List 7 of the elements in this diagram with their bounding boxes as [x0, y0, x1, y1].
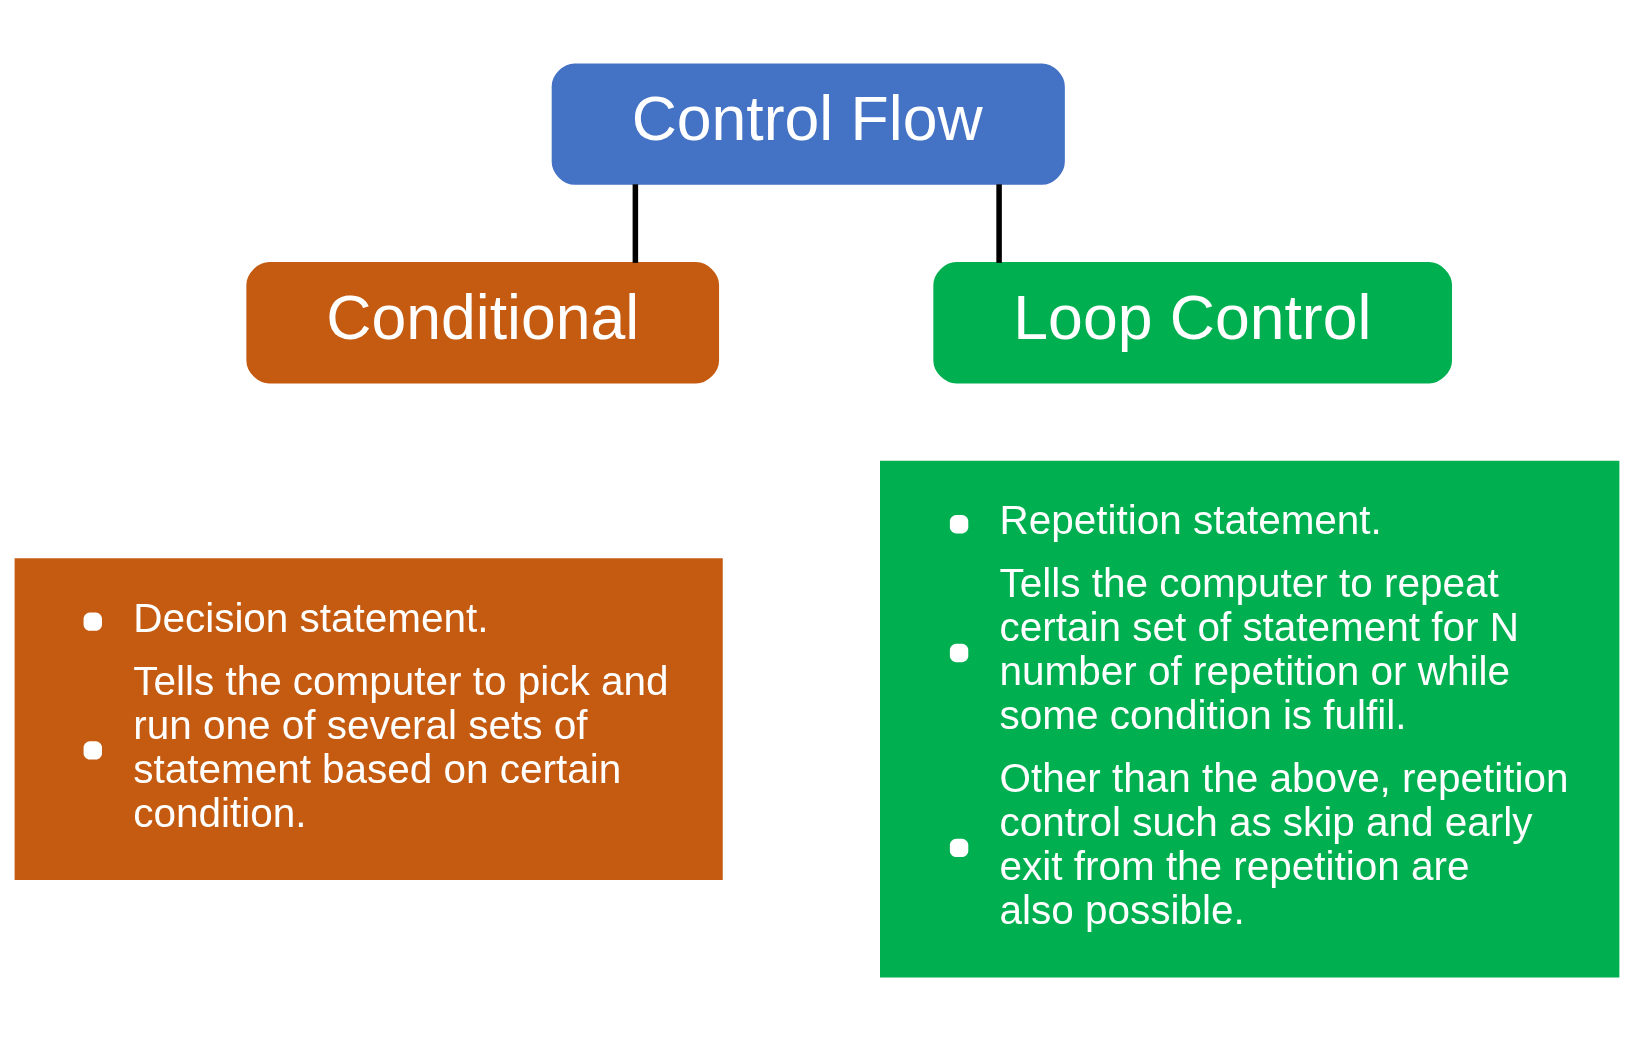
- connector: [996, 183, 1002, 263]
- node-box: Conditional: [246, 261, 720, 383]
- node-box: Loop Control: [933, 261, 1452, 383]
- node-box: Control Flow: [551, 62, 1065, 185]
- node-box: Decision statement. Tells the computer to pick and run one of several sets of statement based on certain condition.: [14, 557, 723, 880]
- connector: [632, 183, 639, 263]
- node-box: Repetition statement. Tells the computer to repeat certain set of statement for N number of repetition or while some condition is fulfil. Other than the above, repetition control such as skip and early exit from the repetition are also possible.: [880, 460, 1620, 978]
